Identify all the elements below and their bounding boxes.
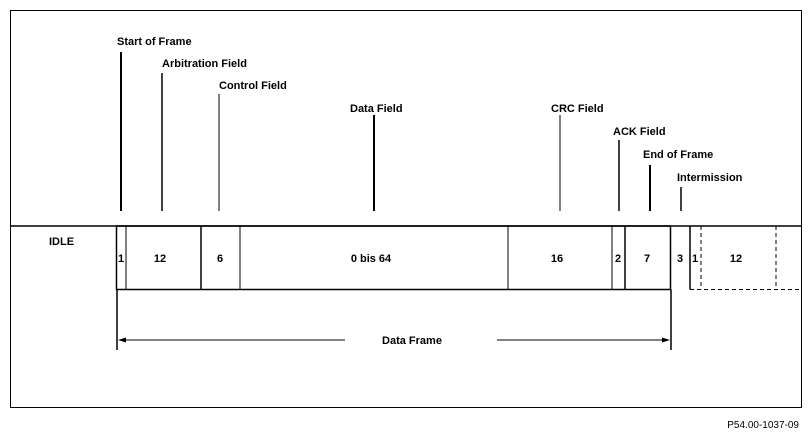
arbitration-field-label: Arbitration Field [162, 58, 247, 70]
segment-ack1-value: 2 [615, 253, 621, 265]
control-field-label: Control Field [219, 80, 287, 92]
start-of-frame-label: Start of Frame [117, 36, 192, 48]
segment-crc-value: 16 [551, 253, 563, 265]
segment-control-value: 6 [217, 253, 223, 265]
segment-intermission-value: 3 [677, 253, 683, 265]
data-frame-arrowhead-right [662, 337, 670, 343]
figure-id: P54.00-1037-09 [727, 420, 799, 431]
data-field-label: Data Field [350, 103, 403, 115]
end-of-frame-label: End of Frame [643, 149, 713, 161]
intermission-label: Intermission [677, 172, 743, 184]
crc-field-label: CRC Field [551, 103, 604, 115]
diagram-border [10, 10, 802, 408]
segment-sof-value: 1 [118, 253, 124, 265]
segment-arbitration-value: 12 [154, 253, 166, 265]
frame-box [115, 225, 672, 291]
ack-field-label: ACK Field [613, 126, 666, 138]
segment-next-arbitration-value: 12 [730, 253, 742, 265]
idle-label: IDLE [49, 236, 74, 248]
segment-data-value: 0 bis 64 [351, 253, 392, 265]
data-frame-label: Data Frame [382, 335, 442, 347]
segment-ack2-value: 7 [644, 253, 650, 265]
data-frame-arrowhead-left [118, 337, 126, 343]
segment-next-sof-value: 1 [692, 253, 698, 265]
